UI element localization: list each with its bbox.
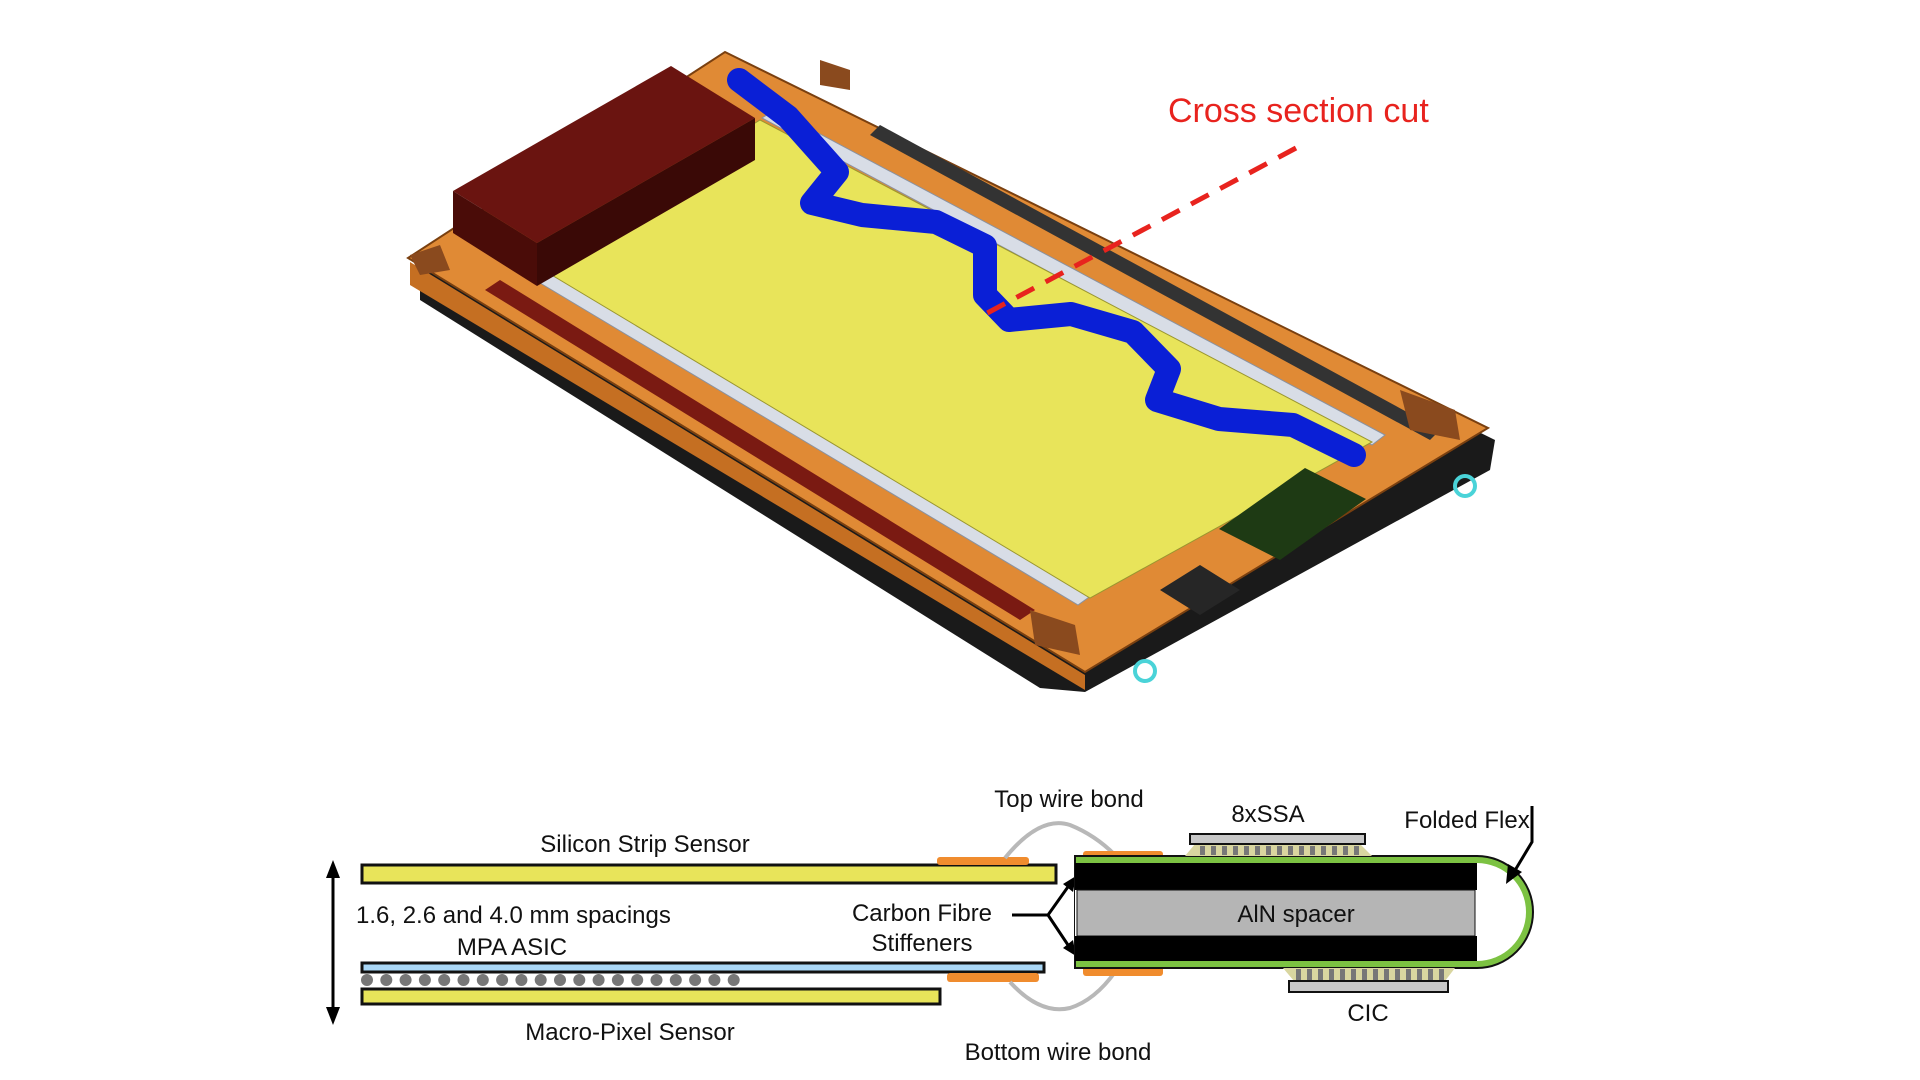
corner-brackets	[410, 60, 1460, 655]
bump-bond	[399, 974, 412, 986]
bump-bond	[418, 974, 431, 986]
arrowhead-icon	[1063, 876, 1076, 892]
aln-spacer-label: AlN spacer	[1237, 901, 1354, 928]
chip-bump	[1343, 846, 1348, 855]
bump-bond	[631, 974, 644, 986]
chip-bump	[1299, 846, 1304, 855]
cross-section-cut-line	[976, 145, 1298, 321]
chip-bump	[1329, 969, 1334, 980]
mpa-asic-label: MPA ASIC	[457, 934, 567, 961]
aln-spacer	[1076, 889, 1476, 937]
chip-bump	[1373, 969, 1378, 980]
chip-bump	[1428, 969, 1433, 980]
mount-ring-icon	[1453, 474, 1477, 498]
mount-ring-icon	[1133, 659, 1157, 683]
top-wire-bond-label: Top wire bond	[994, 786, 1143, 813]
chip-bump	[1296, 969, 1301, 980]
bump-bonds	[361, 974, 740, 986]
carbon-fibre-label: Carbon Fibre	[852, 900, 992, 927]
chip-bump	[1211, 846, 1216, 855]
spacings-label: 1.6, 2.6 and 4.0 mm spacings	[356, 902, 671, 929]
top-sensor-bond-pad	[937, 857, 1029, 865]
cic-bumps	[1296, 969, 1444, 980]
bump-bond	[534, 974, 547, 986]
service-hybrid-box	[453, 66, 755, 286]
bump-bond	[708, 974, 721, 986]
chip-bump	[1321, 846, 1326, 855]
chip-bump	[1439, 969, 1444, 980]
chip-bump	[1332, 846, 1337, 855]
stiffeners-label: Stiffeners	[872, 930, 973, 957]
bottom-asic-bond-pad	[947, 973, 1039, 982]
bump-bond	[592, 974, 605, 986]
chip-bump	[1310, 846, 1315, 855]
chip-bump	[1362, 969, 1367, 980]
black-chip	[1160, 565, 1240, 615]
bump-bond	[650, 974, 663, 986]
bump-bond	[476, 974, 489, 986]
bump-bond	[669, 974, 682, 986]
ssa-bumps	[1200, 846, 1359, 855]
chip-bump	[1318, 969, 1323, 980]
bump-bond	[457, 974, 470, 986]
green-board	[1219, 468, 1366, 560]
chip-bump	[1395, 969, 1400, 980]
chip-bump	[1266, 846, 1271, 855]
top-wire-bond	[1003, 821, 1117, 860]
chip-bump	[1200, 846, 1205, 855]
bump-bond	[611, 974, 624, 986]
cic-underfill	[1283, 968, 1455, 981]
chip-bump	[1307, 969, 1312, 980]
chip-bump	[1244, 846, 1249, 855]
chip-bump	[1222, 846, 1227, 855]
chip-bump	[1233, 846, 1238, 855]
chip-bump	[1406, 969, 1411, 980]
cic-chip	[1288, 980, 1449, 993]
silicon-strip-sensor-label: Silicon Strip Sensor	[540, 831, 749, 858]
spacing-double-arrow-icon	[326, 860, 340, 1025]
bump-bond	[380, 974, 393, 986]
arrowhead-icon	[1506, 864, 1522, 884]
carbon-fibre-pointer-arrows	[1012, 883, 1072, 949]
frame-edge-modules	[410, 262, 1085, 690]
carbon-fibre-stiffener-top	[1075, 863, 1477, 890]
module-render: Cross section cut	[406, 50, 1495, 692]
chip-bump	[1384, 969, 1389, 980]
bottom-wire-bond	[1008, 970, 1117, 1012]
chip-bump	[1354, 846, 1359, 855]
chip-bump	[1417, 969, 1422, 980]
mpa-asic	[360, 961, 1046, 974]
bottom-wire-bond-label: Bottom wire bond	[965, 1039, 1152, 1066]
chip-bump	[1288, 846, 1293, 855]
chip-bump	[1255, 846, 1260, 855]
readout-hybrid-strips	[485, 125, 1440, 620]
bump-bond	[496, 974, 509, 986]
chip-bump	[1340, 969, 1345, 980]
chip-bump	[1351, 969, 1356, 980]
arrowhead-icon	[1063, 940, 1076, 956]
carbon-fibre-stiffener-bottom	[1075, 936, 1477, 961]
bump-bond	[361, 974, 373, 986]
folded-flex-pointer	[1512, 806, 1534, 873]
bump-bond	[573, 974, 586, 986]
macro-pixel-sensor	[360, 987, 942, 1006]
cic-label: CIC	[1347, 1000, 1388, 1027]
ssa-label: 8xSSA	[1231, 801, 1304, 828]
bump-bond	[689, 974, 702, 986]
bump-bond	[727, 974, 740, 986]
cross-section-cut-label: Cross section cut	[1168, 92, 1429, 130]
cross-section-diagram: Silicon Strip Sensor 1.6, 2.6 and 4.0 mm…	[326, 786, 1534, 1066]
macro-pixel-sensor-label: Macro-Pixel Sensor	[525, 1019, 734, 1046]
chip-bump	[1277, 846, 1282, 855]
bump-bond	[554, 974, 566, 986]
bump-bond	[515, 974, 528, 986]
ssa-chip	[1189, 833, 1366, 845]
bump-bond	[438, 974, 451, 986]
folded-flex-label: Folded Flex	[1404, 807, 1529, 834]
silicon-strip-sensor	[360, 863, 1058, 885]
